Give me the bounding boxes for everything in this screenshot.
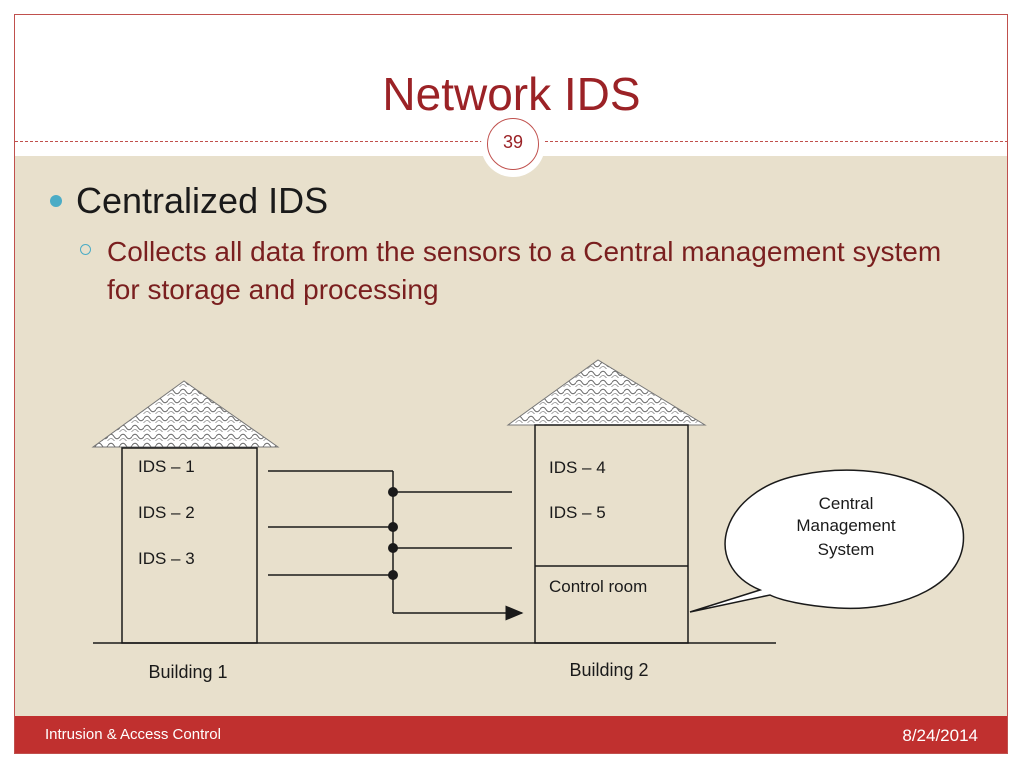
building1-label: Building 1 (148, 662, 227, 682)
building1-roof (91, 380, 280, 448)
junction-dot-4 (388, 570, 398, 580)
bubble-text-line1: Central (819, 494, 874, 513)
bullet-level1-text: Centralized IDS (76, 180, 329, 221)
bullet-dot-icon (50, 195, 62, 207)
footer-course-title: Intrusion & Access Control (45, 726, 221, 743)
central-management-bubble (689, 469, 965, 613)
building1-body (121, 447, 258, 644)
control-room-label: Control room (549, 577, 647, 596)
bullet-ring-icon (80, 244, 91, 255)
building2-roof (506, 359, 707, 426)
bubble-text-line3: System (818, 540, 875, 559)
building2-body (534, 424, 689, 644)
ids-3-label: IDS – 3 (138, 549, 195, 568)
footer-bar: Intrusion & Access Control 8/24/2014 (15, 716, 1008, 754)
junction-dot-2 (388, 522, 398, 532)
ids-1-label: IDS – 1 (138, 457, 195, 476)
bullet-level2-text: Collects all data from the sensors to a … (107, 236, 942, 305)
ids-4-label: IDS – 4 (549, 458, 606, 477)
ids-5-label: IDS – 5 (549, 503, 606, 522)
building2-label: Building 2 (569, 660, 648, 680)
junction-dot-1 (388, 487, 398, 497)
ids-2-label: IDS – 2 (138, 503, 195, 522)
slide-title: Network IDS (382, 68, 641, 120)
bubble-text-line2: Management (796, 516, 896, 535)
junction-dot-3 (388, 543, 398, 553)
slide-number-badge: 39 (487, 118, 539, 170)
footer-date: 8/24/2014 (902, 726, 978, 745)
